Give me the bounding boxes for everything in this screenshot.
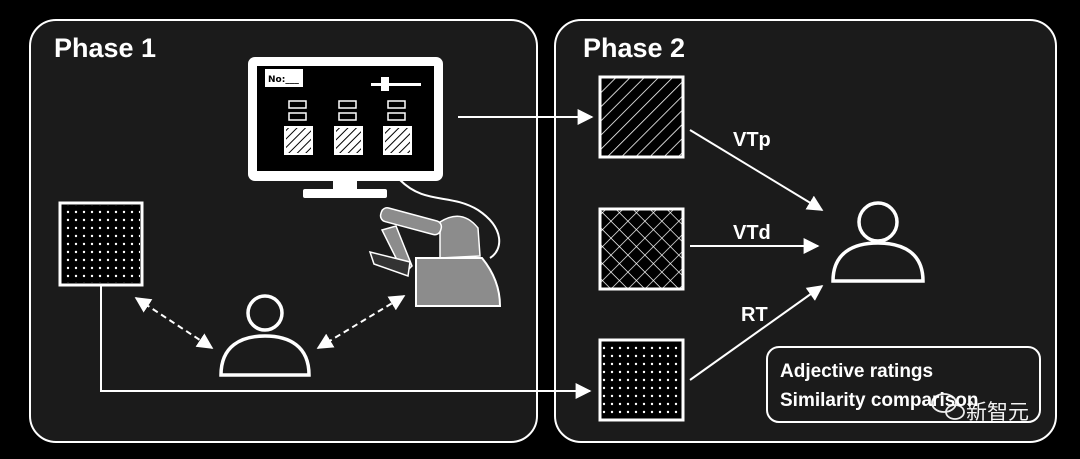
- cable-line: [399, 179, 501, 259]
- vtp-arrow: [689, 129, 824, 211]
- monitor-icon: No:___: [248, 57, 443, 198]
- texture-samples-icon: [284, 126, 412, 155]
- phase2-crosshatch-texture: [598, 207, 685, 291]
- robot-arm-icon: [368, 207, 502, 307]
- watermark-text: 新智元: [966, 400, 1029, 424]
- phase2-title: Phase 2: [583, 33, 685, 63]
- phase2-dotted-texture: [598, 338, 685, 422]
- option-buttons-icon: [288, 100, 406, 121]
- number-field-label: No:___: [268, 75, 299, 85]
- number-field: [265, 69, 303, 87]
- vtp-label: VTp: [733, 129, 771, 151]
- phase1-title: Phase 1: [54, 33, 156, 63]
- adjective-ratings-label: Adjective ratings: [780, 361, 933, 382]
- rt-arrow: [689, 285, 824, 381]
- rt-label: RT: [741, 304, 768, 326]
- texture-participant-dashed-arrow: [134, 297, 214, 349]
- phase2-striped-texture: [598, 75, 685, 159]
- dotted-texture-transfer-arrow: [100, 285, 592, 399]
- outputs-box: [766, 346, 1041, 423]
- phase1-person-icon: [219, 294, 311, 377]
- phase2-person-icon: [831, 201, 925, 283]
- slider-icon: [371, 77, 421, 91]
- vtd-label: VTd: [733, 222, 771, 244]
- wechat-watermark-icon: [931, 393, 965, 420]
- phase1-dotted-texture-fill: [62, 205, 140, 283]
- similarity-comparison-label: Similarity comparison: [780, 390, 979, 411]
- participant-robot-dashed-arrow: [316, 295, 406, 349]
